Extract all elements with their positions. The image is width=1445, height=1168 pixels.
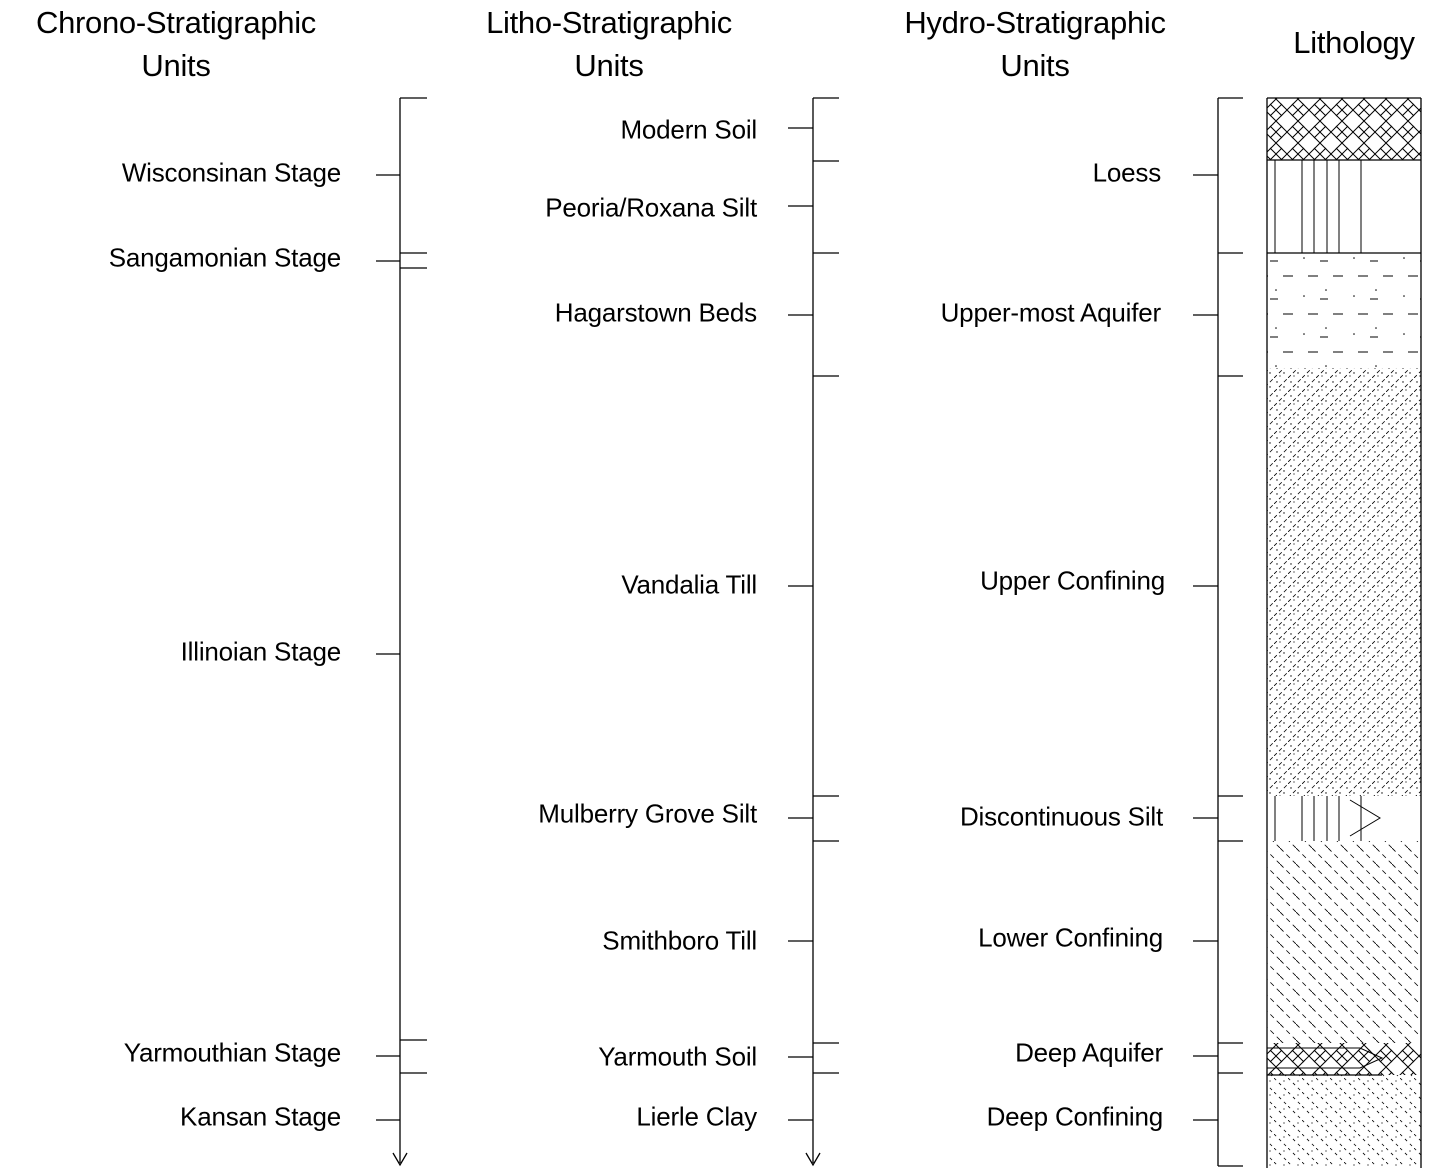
- hydro-label-lower-confining: Lower Confining: [978, 922, 1163, 953]
- hydro-header-line2: Units: [1000, 48, 1070, 83]
- lithology-header: Lithology: [1265, 21, 1443, 64]
- hydro-label-discontinuous-silt: Discontinuous Silt: [959, 801, 1163, 832]
- litho-label-vandalia-till: Vandalia Till: [621, 569, 757, 600]
- hydro-label-loess: Loess: [1092, 157, 1162, 188]
- litho-label-lierle-clay: Lierle Clay: [636, 1101, 757, 1132]
- lithology-column: [1266, 97, 1422, 1168]
- hydro-header: Hydro-Stratigraphic Units: [862, 1, 1208, 87]
- chrono-label-kansan: Kansan Stage: [180, 1101, 341, 1132]
- chrono-label-illinoian: Illinoian Stage: [180, 636, 342, 667]
- hydro-label-upper-confining: Upper Confining: [980, 565, 1165, 596]
- chrono-header-line2: Units: [141, 48, 211, 83]
- litho-label-smithboro-till: Smithboro Till: [602, 925, 757, 956]
- litho-header-line2: Units: [574, 48, 644, 83]
- litho-header-line1: Litho-Stratigraphic: [486, 5, 732, 40]
- chrono-label-wisconsinan: Wisconsinan Stage: [121, 157, 341, 188]
- litho-label-peoria-roxana: Peoria/Roxana Silt: [545, 192, 757, 223]
- litho-label-hagarstown: Hagarstown Beds: [554, 297, 757, 328]
- lithology-header-text: Lithology: [1293, 25, 1415, 60]
- chrono-label-yarmouthian: Yarmouthian Stage: [123, 1037, 341, 1068]
- hydro-label-deep-aquifer: Deep Aquifer: [1015, 1037, 1163, 1068]
- litho-header: Litho-Stratigraphic Units: [440, 1, 778, 87]
- litho-label-modern-soil: Modern Soil: [620, 114, 757, 145]
- litho-label-yarmouth-soil: Yarmouth Soil: [598, 1041, 757, 1072]
- chrono-header: Chrono-Stratigraphic Units: [0, 1, 352, 87]
- chrono-header-line1: Chrono-Stratigraphic: [35, 5, 317, 40]
- hydro-label-deep-confining: Deep Confining: [986, 1101, 1164, 1132]
- hydro-header-line1: Hydro-Stratigraphic: [904, 5, 1166, 40]
- chrono-label-sangamonian: Sangamonian Stage: [108, 242, 341, 273]
- litho-label-mulberry-grove: Mulberry Grove Silt: [538, 798, 757, 829]
- hydro-label-upper-most-aquifer: Upper-most Aquifer: [940, 297, 1162, 328]
